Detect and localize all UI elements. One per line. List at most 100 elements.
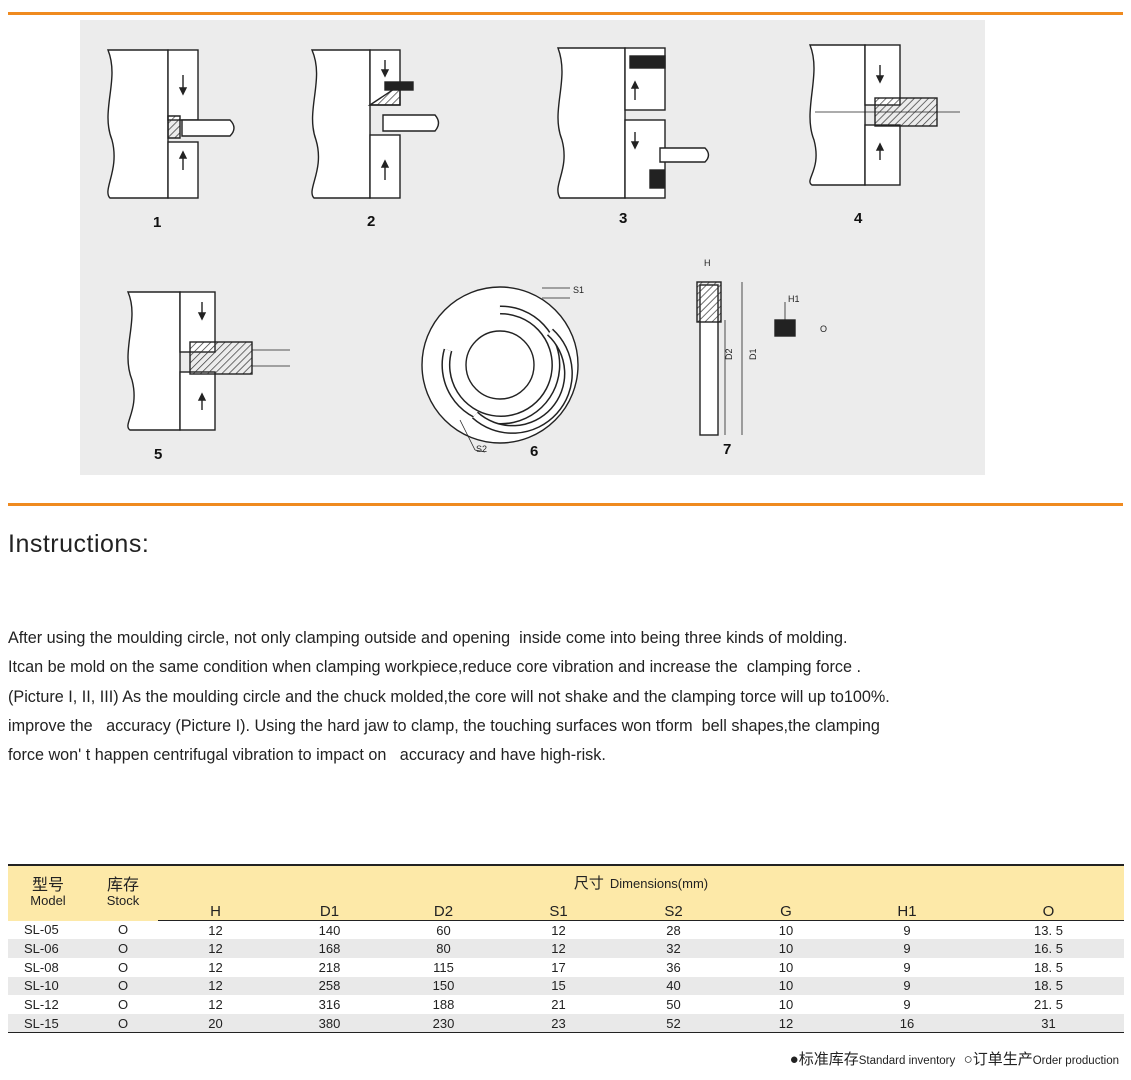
dimension-cell: 18. 5	[973, 976, 1124, 996]
dimension-cell: 20	[158, 1013, 273, 1034]
model-header-en: Model	[30, 893, 66, 909]
dimension-cell: 60	[386, 920, 501, 940]
order-production-cn: 订单生产	[972, 1051, 1033, 1068]
column-header: D1	[273, 898, 386, 921]
dimension-cell: 258	[273, 976, 386, 996]
fig-2-drawing	[310, 49, 440, 199]
dimension-cell: 218	[273, 957, 386, 977]
dimension-cell: 12	[158, 957, 273, 977]
dim-label-h: H	[704, 258, 711, 268]
column-header: H1	[841, 898, 973, 921]
fig-label-7: 7	[723, 441, 732, 458]
dimension-cell: 80	[386, 939, 501, 958]
dimension-cell: 188	[386, 995, 501, 1014]
dimension-cell: 10	[731, 957, 841, 977]
dimension-cell: 16. 5	[973, 939, 1124, 958]
fig-label-1: 1	[153, 214, 162, 231]
model-header: 型号 Model	[8, 864, 88, 921]
dimension-cell: 36	[616, 957, 731, 977]
stock-cell: O	[88, 1013, 158, 1034]
standard-inventory-en: Standard inventory	[858, 1055, 956, 1067]
dimension-cell: 230	[386, 1013, 501, 1034]
fig-7-drawing	[696, 281, 796, 436]
dimension-cell: 18. 5	[973, 957, 1124, 977]
stock-cell: O	[88, 957, 158, 977]
stock-cell: O	[88, 939, 158, 958]
dimension-cell: 23	[501, 1013, 616, 1034]
dimension-cell: 32	[616, 939, 731, 958]
column-header: D2	[386, 898, 501, 921]
fig-6-drawing	[421, 286, 579, 453]
dimension-cell: 12	[731, 1013, 841, 1034]
stock-header: 库存 Stock	[88, 864, 158, 921]
dimension-cell: 9	[841, 995, 973, 1014]
molding-diagrams: S1 S2 H H1 O D1 D2	[106, 44, 960, 454]
dimension-cell: 21	[501, 995, 616, 1014]
dimension-cell: 140	[273, 920, 386, 940]
fig-label-6: 6	[530, 443, 539, 460]
dimension-cell: 13. 5	[973, 920, 1124, 940]
dimension-cell: 28	[616, 920, 731, 940]
stock-header-en: Stock	[106, 893, 140, 909]
top-divider	[8, 12, 1123, 15]
dimensions-header-cn: 尺寸	[573, 874, 604, 892]
instruction-line: Itcan be mold on the same condition when…	[8, 658, 862, 677]
dimension-cell: 9	[841, 976, 973, 996]
fig-5-drawing	[126, 291, 290, 431]
order-production-symbol: ○	[963, 1051, 973, 1068]
dim-label-s1: S1	[573, 285, 584, 295]
dimension-cell: 12	[158, 995, 273, 1014]
standard-inventory-cn: 标准库存	[798, 1051, 859, 1068]
dimension-cell: 10	[731, 939, 841, 958]
instruction-line: (Picture I, II, III) As the moulding cir…	[8, 687, 890, 706]
stock-legend: ●标准库存Standard inventory ○订单生产Order produ…	[790, 1048, 1119, 1069]
dimension-cell: 10	[731, 920, 841, 940]
dimension-cell: 50	[616, 995, 731, 1014]
dimension-cell: 168	[273, 939, 386, 958]
dimension-cell: 12	[501, 939, 616, 958]
dim-label-d1: D1	[748, 348, 758, 360]
order-production-en: Order production	[1032, 1055, 1119, 1067]
dimension-cell: 15	[501, 976, 616, 996]
fig-label-2: 2	[367, 213, 376, 230]
stock-cell: O	[88, 976, 158, 996]
model-cell: SL-15	[8, 1013, 88, 1034]
fig-label-4: 4	[854, 210, 863, 227]
dimension-cell: 316	[273, 995, 386, 1014]
fig-3-drawing	[556, 47, 710, 199]
dimension-cell: 10	[731, 995, 841, 1014]
dimension-cell: 17	[501, 957, 616, 977]
instruction-line: After using the moulding circle, not onl…	[8, 629, 848, 647]
column-header: G	[731, 898, 841, 921]
section-divider	[8, 503, 1123, 506]
dimension-cell: 9	[841, 957, 973, 977]
stock-cell: O	[88, 920, 158, 940]
dim-label-h1: H1	[788, 294, 800, 304]
dimension-cell: 12	[158, 939, 273, 958]
dimension-cell: 9	[841, 920, 973, 940]
fig-1-drawing	[106, 49, 235, 199]
instructions-paragraph: After using the moulding circle, not onl…	[8, 624, 1118, 770]
dimension-cell: 16	[841, 1013, 973, 1034]
stock-header-cn: 库存	[106, 877, 139, 895]
dimension-cell: 12	[158, 920, 273, 940]
dim-label-s2: S2	[476, 444, 487, 454]
dim-label-o: O	[820, 324, 827, 334]
dimension-cell: 52	[616, 1013, 731, 1034]
model-cell: SL-12	[8, 995, 88, 1014]
model-cell: SL-06	[8, 939, 88, 958]
dimensions-header: 尺寸 Dimensions(mm)	[158, 864, 1124, 898]
model-cell: SL-05	[8, 920, 88, 940]
column-header: H	[158, 898, 273, 921]
dimensions-header-en: Dimensions(mm)	[609, 875, 709, 891]
dimension-cell: 12	[158, 976, 273, 996]
diagram-panel: S1 S2 H H1 O D1 D2 1 2 3 4 5 6 7	[80, 20, 985, 475]
model-cell: SL-10	[8, 976, 88, 996]
dimension-cell: 12	[501, 920, 616, 940]
